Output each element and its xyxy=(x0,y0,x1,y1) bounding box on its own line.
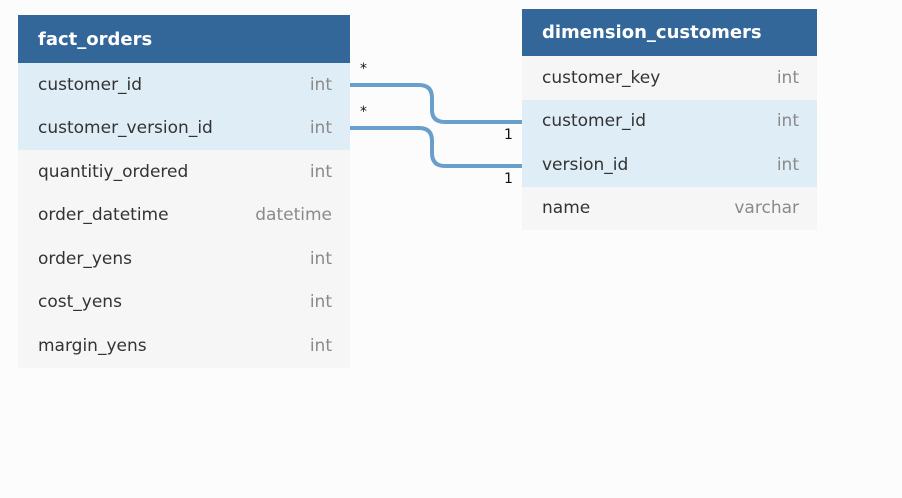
column-name: order_datetime xyxy=(38,205,169,226)
cardinality-one-1: 1 xyxy=(504,127,513,143)
column-type: int xyxy=(309,118,332,139)
table-row[interactable]: customer_key int xyxy=(522,56,817,100)
column-name: order_yens xyxy=(38,248,132,269)
column-type: int xyxy=(776,154,799,175)
table-row[interactable]: quantitiy_ordered int xyxy=(18,150,350,194)
column-name: customer_key xyxy=(542,67,661,88)
table-row[interactable]: order_yens int xyxy=(18,237,350,281)
table-header[interactable]: dimension_customers xyxy=(522,9,817,56)
column-type: int xyxy=(309,335,332,356)
relation-line-customer-id[interactable] xyxy=(350,83,522,124)
table-fact-orders[interactable]: fact_orders customer_id int customer_ver… xyxy=(18,15,350,368)
column-type: varchar xyxy=(734,198,799,219)
column-name: customer_version_id xyxy=(38,118,213,139)
column-type: int xyxy=(309,292,332,313)
column-type: int xyxy=(776,67,799,88)
column-name: margin_yens xyxy=(38,335,147,356)
cardinality-one-2: 1 xyxy=(504,171,513,187)
column-type: int xyxy=(309,161,332,182)
table-row[interactable]: margin_yens int xyxy=(18,324,350,368)
table-row[interactable]: customer_version_id int xyxy=(18,106,350,150)
table-row[interactable]: customer_id int xyxy=(18,63,350,107)
table-row[interactable]: cost_yens int xyxy=(18,280,350,324)
column-type: datetime xyxy=(255,205,332,226)
column-type: int xyxy=(309,248,332,269)
table-row[interactable]: customer_id int xyxy=(522,99,817,143)
column-name: version_id xyxy=(542,154,629,175)
table-header[interactable]: fact_orders xyxy=(18,15,350,63)
cardinality-many-2: * xyxy=(360,104,367,120)
column-type: int xyxy=(309,74,332,95)
column-name: cost_yens xyxy=(38,292,122,313)
column-name: customer_id xyxy=(542,111,647,132)
table-row[interactable]: version_id int xyxy=(522,143,817,187)
table-dimension-customers[interactable]: dimension_customers customer_key int cus… xyxy=(522,9,817,230)
relation-line-version-id[interactable] xyxy=(350,126,522,168)
cardinality-many-1: * xyxy=(360,61,367,77)
column-name: customer_id xyxy=(38,74,143,95)
column-name: name xyxy=(542,198,591,219)
column-name: quantitiy_ordered xyxy=(38,161,189,182)
table-row[interactable]: name varchar xyxy=(522,186,817,230)
table-row[interactable]: order_datetime datetime xyxy=(18,193,350,237)
column-type: int xyxy=(776,111,799,132)
